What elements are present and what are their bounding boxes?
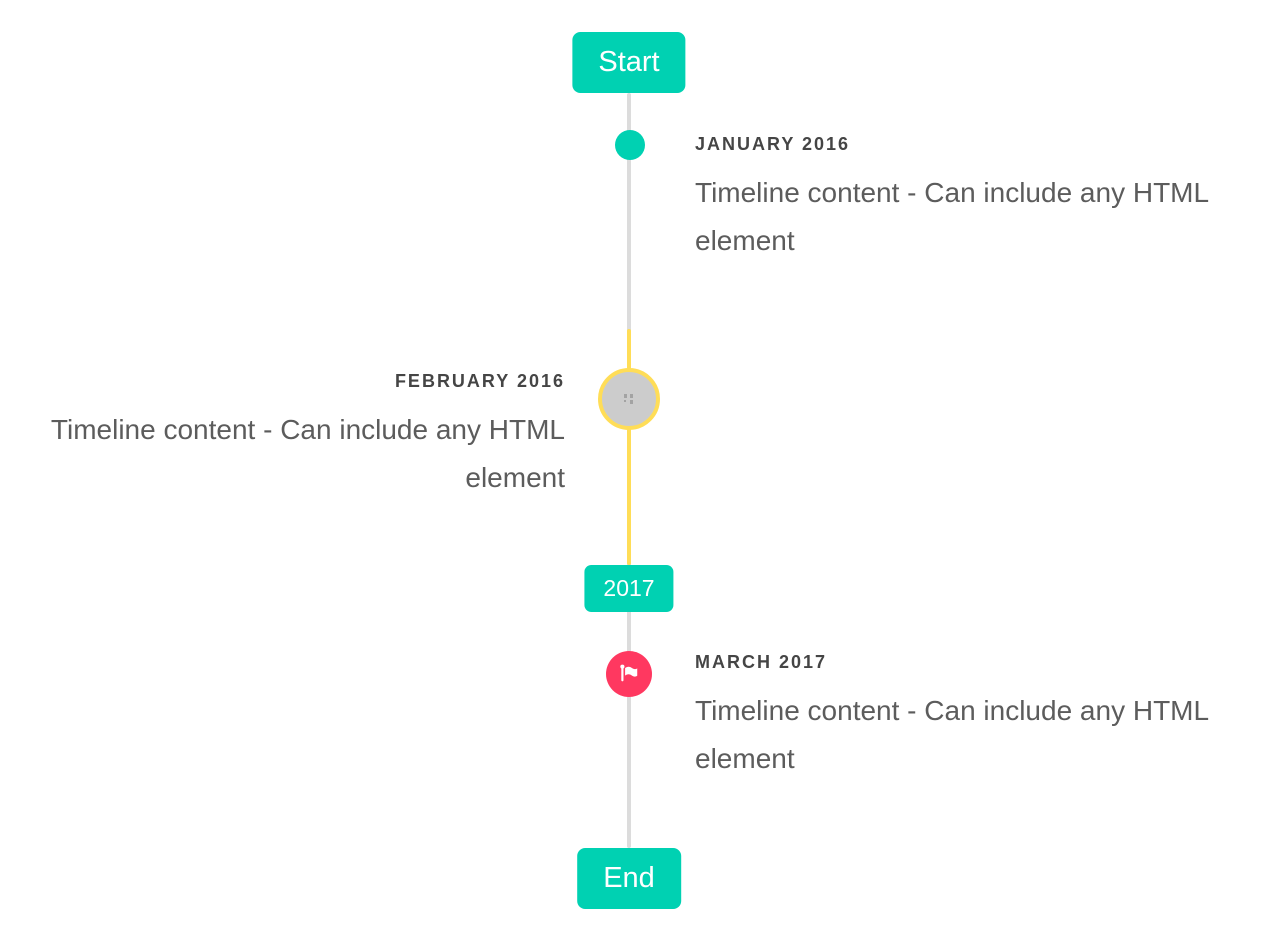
entry-content-january: Timeline content - Can include any HTML … xyxy=(695,177,1209,256)
timeline-line-highlight-segment xyxy=(627,329,631,565)
timeline-marker-february xyxy=(598,368,660,430)
flag-icon xyxy=(616,661,642,687)
entry-content-february: Timeline content - Can include any HTML … xyxy=(50,414,565,493)
period-badge-2017[interactable]: 2017 xyxy=(584,565,674,612)
timeline-marker-march xyxy=(606,651,652,697)
timeline-entry-february: FEBRUARY 2016 Timeline content - Can inc… xyxy=(35,369,565,502)
entry-date-january: JANUARY 2016 xyxy=(695,134,851,154)
broken-image-icon xyxy=(622,393,636,406)
entry-date-february: FEBRUARY 2016 xyxy=(394,371,565,391)
timeline-entry-march: MARCH 2017 Timeline content - Can includ… xyxy=(695,650,1225,783)
start-button[interactable]: Start xyxy=(572,32,686,93)
end-button[interactable]: End xyxy=(577,848,681,909)
timeline-entry-january: JANUARY 2016 Timeline content - Can incl… xyxy=(695,132,1225,265)
entry-date-march: MARCH 2017 xyxy=(695,652,828,672)
entry-content-march: Timeline content - Can include any HTML … xyxy=(695,695,1209,774)
timeline-dot-january xyxy=(615,130,645,160)
